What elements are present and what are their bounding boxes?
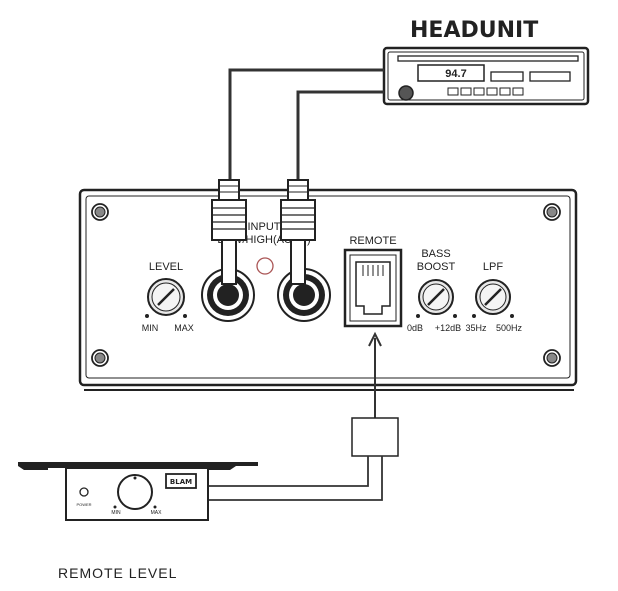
lpf-min-label: 35Hz [465, 323, 487, 333]
brand-badge: BLAM [165, 473, 197, 489]
power-led-icon [79, 487, 89, 497]
remote-port-icon[interactable] [343, 248, 403, 328]
rca-plug-left [211, 179, 247, 285]
rca-plug-right [280, 179, 316, 285]
headunit-knob-icon [398, 85, 414, 101]
headunit-display [417, 64, 485, 82]
headunit-display-text: 94.7 [445, 68, 466, 80]
bass-min-label: 0dB [407, 323, 423, 333]
level-knob-icon[interactable] [147, 278, 185, 316]
power-label: POWER [76, 502, 91, 507]
level-label: LEVEL [149, 261, 183, 273]
headunit-device: 94.7 [382, 46, 590, 106]
remote-level-caption: REMOTE LEVEL [58, 565, 177, 581]
bass-boost-label-2: BOOST [417, 261, 456, 273]
status-led-icon [256, 257, 274, 275]
bass-boost-knob-icon[interactable] [418, 279, 454, 315]
remote-level-knob-icon[interactable] [117, 474, 153, 510]
remote-min-label: MIN [111, 510, 121, 516]
remote-cable [206, 331, 399, 501]
rca-cables [228, 68, 384, 180]
level-min-label: MIN [142, 323, 159, 333]
lpf-max-label: 500Hz [496, 323, 523, 333]
brand-logo: BLAM [170, 478, 192, 486]
remote-port-label: REMOTE [349, 235, 396, 247]
screw-icon [91, 203, 109, 221]
bass-max-label: +12dB [435, 323, 461, 333]
screw-icon [543, 349, 561, 367]
lpf-knob-icon[interactable] [475, 279, 511, 315]
rca-jack-left[interactable] [201, 268, 255, 322]
bass-boost-label: BASS [421, 248, 450, 260]
level-max-label: MAX [174, 323, 194, 333]
remote-max-label: MAX [151, 510, 163, 516]
input-label: INPUT [248, 221, 281, 233]
cable-connector [351, 417, 399, 457]
screw-icon [91, 349, 109, 367]
screw-icon [543, 203, 561, 221]
lpf-label: LPF [483, 261, 503, 273]
headunit-title: HEADUNIT [410, 18, 538, 43]
cd-slot [397, 55, 579, 62]
